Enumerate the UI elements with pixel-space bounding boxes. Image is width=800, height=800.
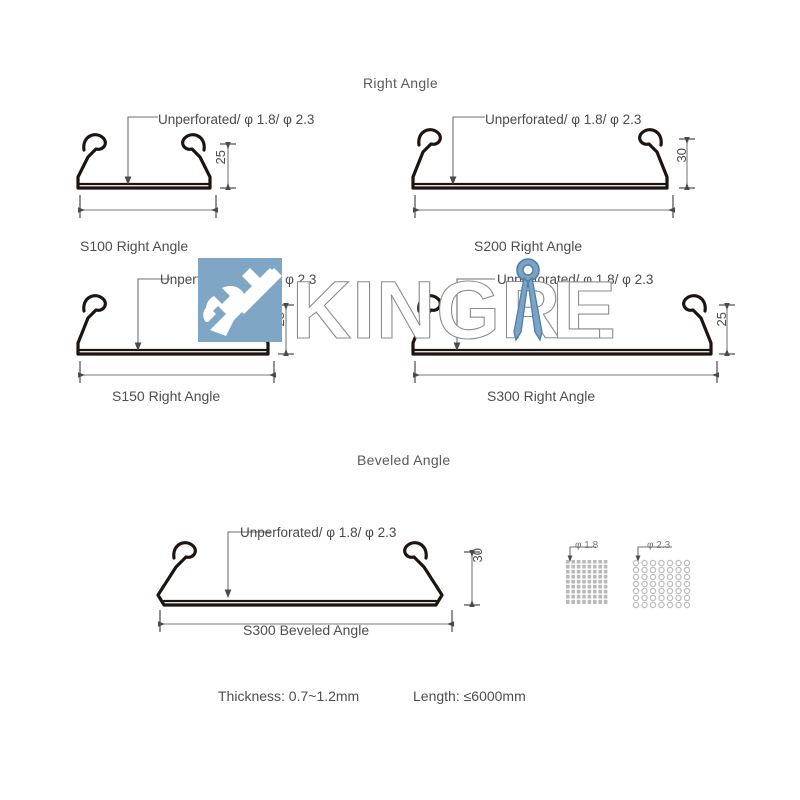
callout-s300-beveled: Unperforated/ φ 1.8/ φ 2.3 xyxy=(240,525,397,540)
width-arrow-right-s300-beveled xyxy=(447,621,454,627)
width-arrow-left-s300 xyxy=(413,372,420,378)
profile-drawing-s300-beveled xyxy=(156,531,480,632)
profile-drawing-s300 xyxy=(411,278,735,383)
height-arrow-top-s200 xyxy=(684,137,690,144)
perf-pattern-dense-slot xyxy=(566,560,610,604)
leader-arrow-s300 xyxy=(453,342,461,351)
width-arrow-right-s300 xyxy=(712,372,719,378)
height-arrow-bottom-s100 xyxy=(225,183,231,190)
callout-s300: Unperforated/ φ 1.8/ φ 2.3 xyxy=(497,272,654,287)
callout-s100: Unperforated/ φ 1.8/ φ 2.3 xyxy=(158,112,315,127)
profile-drawing-s200 xyxy=(411,116,695,218)
section-title-beveled-angle: Beveled Angle xyxy=(357,452,451,468)
height-arrow-bottom-s150 xyxy=(283,349,289,356)
profile-outline-s200 xyxy=(411,128,669,190)
profile-outline-s100 xyxy=(76,133,212,190)
perf-leader-1-8 xyxy=(569,546,596,558)
height-arrow-top-s300 xyxy=(724,303,730,310)
leader-line-s150 xyxy=(137,278,170,345)
profile-label-s300: S300 Right Angle xyxy=(487,388,596,404)
height-dim-label-s150: 25 xyxy=(272,312,287,327)
height-dim-label-s300: 25 xyxy=(714,312,729,327)
width-arrow-left-s200 xyxy=(413,207,420,213)
height-dim-label-s300-beveled: 30 xyxy=(470,548,485,563)
footer-length-spec: Length: ≤6000mm xyxy=(413,688,526,704)
height-arrow-bottom-s300 xyxy=(724,349,730,356)
width-arrow-right-s200 xyxy=(668,207,675,213)
height-arrow-top-s300-beveled xyxy=(469,550,475,557)
width-arrow-left-s150 xyxy=(78,372,85,378)
profile-outline-s300 xyxy=(411,294,713,356)
perf-leader-arrow-2-3 xyxy=(635,555,641,562)
profile-outline-s150 xyxy=(76,294,270,356)
perforation-sample-2-3 xyxy=(632,546,691,609)
leader-arrow-s100 xyxy=(124,176,132,185)
perf-label-1-8: φ 1.8 xyxy=(575,540,599,551)
height-dim-label-s200: 30 xyxy=(674,148,689,163)
footer-thickness-spec: Thickness: 0.7~1.2mm xyxy=(218,688,360,704)
perforation-sample-1-8 xyxy=(566,546,610,604)
perf-label-2-3: φ 2.3 xyxy=(647,540,671,551)
leader-line-s300-beveled xyxy=(227,531,270,592)
height-arrow-top-s100 xyxy=(225,142,231,149)
leader-line-s300 xyxy=(456,278,495,345)
height-arrow-bottom-s300-beveled xyxy=(469,600,475,607)
width-arrow-right-s100 xyxy=(211,207,218,213)
height-arrow-bottom-s200 xyxy=(684,183,690,190)
perf-leader-2-3 xyxy=(637,546,672,558)
leader-arrow-s150 xyxy=(134,342,142,351)
profile-outline-s300-beveled xyxy=(156,541,444,607)
callout-s200: Unperforated/ φ 1.8/ φ 2.3 xyxy=(485,112,642,127)
height-dim-label-s100: 25 xyxy=(213,150,228,165)
leader-arrow-s300-beveled xyxy=(224,589,232,598)
section-title-right-angle: Right Angle xyxy=(363,75,438,91)
profile-label-s100: S100 Right Angle xyxy=(80,238,189,254)
leader-line-s200 xyxy=(452,116,485,179)
callout-s150: Unperforated/ φ 1.8/ φ 2.3 xyxy=(160,272,317,287)
leader-line-s100 xyxy=(127,116,158,179)
profile-label-s200: S200 Right Angle xyxy=(474,238,583,254)
perf-pattern-round-hole-grid xyxy=(632,559,691,609)
leader-arrow-s200 xyxy=(449,176,457,185)
profile-label-s150: S150 Right Angle xyxy=(112,388,221,404)
width-arrow-left-s300-beveled xyxy=(158,621,165,627)
perf-leader-arrow-1-8 xyxy=(567,555,573,562)
width-arrow-left-s100 xyxy=(78,207,85,213)
profile-drawing-s100 xyxy=(76,116,236,218)
width-arrow-right-s150 xyxy=(269,372,276,378)
profile-label-s300-beveled: S300 Beveled Angle xyxy=(243,622,370,638)
height-arrow-top-s150 xyxy=(283,303,289,310)
